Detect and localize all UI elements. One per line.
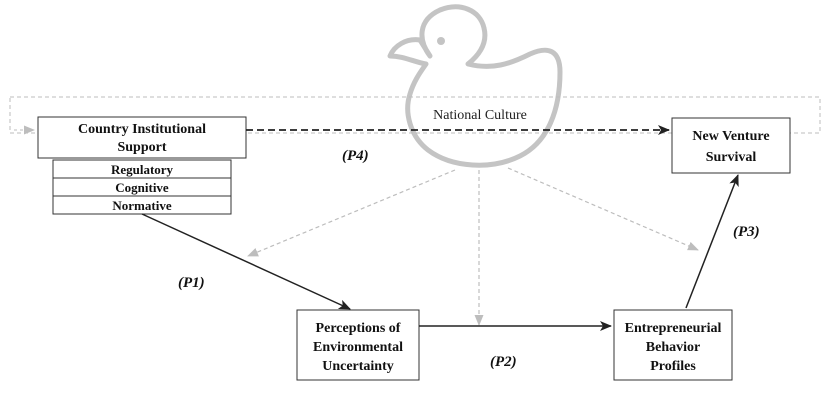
- entrepreneurial-line-3: Profiles: [650, 359, 696, 374]
- duck-eye-icon: [437, 37, 445, 45]
- country-support-line-2: Support: [117, 140, 166, 155]
- perceptions-uncertainty-box: Perceptions of Environmental Uncertainty: [296, 309, 420, 381]
- perceptions-line-2: Environmental: [313, 340, 403, 355]
- institution-normative: Normative: [112, 198, 171, 213]
- culture-arrow-to-p3: [507, 167, 699, 251]
- national-culture-frame: [9, 96, 821, 134]
- perceptions-line-3: Uncertainty: [322, 359, 394, 374]
- new-venture-line-1: New Venture: [692, 129, 769, 144]
- institution-cognitive: Cognitive: [115, 180, 169, 195]
- country-institutional-support-box: Country Institutional Support: [37, 116, 247, 159]
- culture-arrow-to-p1: [247, 169, 456, 257]
- arrow-p1-normative-to-perceptions: [141, 213, 351, 310]
- entrepreneurial-line-2: Behavior: [646, 340, 700, 355]
- new-venture-line-2: Survival: [706, 150, 757, 165]
- institution-regulatory: Regulatory: [111, 162, 174, 177]
- proposition-p2-label: (P2): [490, 354, 517, 370]
- institution-dimensions: Regulatory Cognitive Normative: [52, 159, 232, 215]
- proposition-p4-label: (P4): [342, 148, 369, 164]
- entrepreneurial-line-1: Entrepreneurial: [625, 321, 722, 336]
- arrow-p3-profiles-to-survival: [685, 174, 739, 309]
- entrepreneurial-behavior-box: Entrepreneurial Behavior Profiles: [613, 309, 733, 381]
- national-culture-label: National Culture: [433, 108, 527, 123]
- proposition-p1-label: (P1): [178, 275, 205, 291]
- proposition-p3-label: (P3): [733, 224, 760, 240]
- new-venture-survival-box: New Venture Survival: [671, 117, 791, 174]
- country-support-line-1: Country Institutional: [78, 122, 206, 137]
- duck-outline-icon: [387, 4, 563, 168]
- perceptions-line-1: Perceptions of: [316, 321, 401, 336]
